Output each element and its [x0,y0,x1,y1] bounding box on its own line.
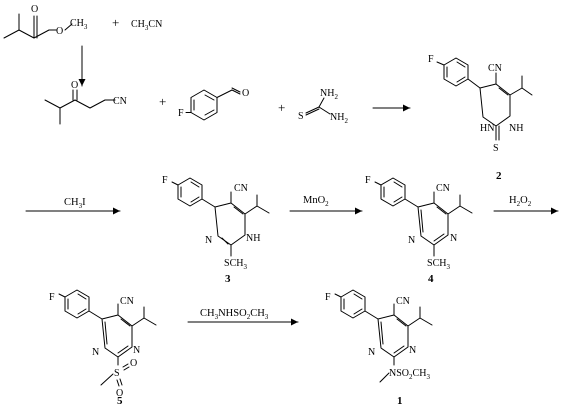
c3-cn: CN [234,183,248,194]
c3-nh: NH [246,233,260,244]
c2-f: F [428,54,434,65]
compound-1-label: 1 [397,395,403,407]
compound-5-label: 5 [117,395,123,407]
c1-n-left: N [368,347,375,358]
compound-4-label: 4 [428,273,434,285]
condition-ch3nhso2ch3: CH3NHSO2CH3 [200,308,269,321]
nitrile-cn: CN [113,96,127,107]
c3-f: F [162,175,168,186]
c5-f: F [49,292,55,303]
plus-sign-2: + [159,94,166,109]
acetonitrile-reagent: CH3CN [131,19,162,32]
condition-h2o2: H2O2 [509,195,532,208]
c1-cn: CN [396,296,410,307]
ester-reagent: O O CH3 [3,4,88,39]
compound-1: F CN N N NSO2CH3 1 [325,289,433,407]
c2-nh-right: NH [509,123,523,134]
thiourea-nh2-bottom: NH2 [330,112,348,125]
compound-5: F CN N N S O O 5 [49,289,157,407]
fluorobenzaldehyde: F O [178,87,249,121]
c2-cn: CN [488,63,502,74]
c4-f: F [365,175,371,186]
c5-n-left: N [92,347,99,358]
c2-s: S [493,143,499,154]
c2-nh-left: HN [480,123,494,134]
c4-sch3: SCH3 [427,258,450,271]
plus-sign-3: + [278,100,285,115]
ketone-o: O [71,80,78,91]
compound-3: F CN N NH SCH3 3 [162,175,270,285]
c1-n-right: N [409,345,416,356]
thiourea-nh2-top: NH2 [320,88,338,101]
c4-cn: CN [436,183,450,194]
c4-n-right: N [450,233,457,244]
ester-ether-o: O [56,26,63,37]
condition-ch3i: CH3I [64,197,86,210]
c4-n-left: N [408,235,415,246]
thiourea-s: S [298,111,304,122]
thiourea: NH2 S NH2 [298,88,348,125]
condition-mno2: MnO2 [303,195,329,208]
c5-cn: CN [120,296,134,307]
compound-2: F CN HN NH S 2 [428,54,533,182]
c5-o1: O [130,358,137,369]
c5-o2: O [116,388,123,399]
c3-sch3: SCH3 [224,258,247,271]
c1-nso2ch3: NSO2CH3 [389,368,430,381]
ester-carbonyl-o: O [31,4,38,15]
compound-4: F CN N N SCH3 4 [365,175,473,285]
c3-n-left: N [205,235,212,246]
aldehyde-f: F [178,108,184,119]
aldehyde-o: O [242,88,249,99]
ketonitrile: O CN [44,80,127,125]
plus-sign-1: + [112,15,119,30]
c1-f: F [325,292,331,303]
compound-2-label: 2 [496,170,502,182]
ester-ethyl-ch: CH3 [70,18,88,31]
c5-n-right: N [133,345,140,356]
c5-s: S [114,368,120,379]
compound-3-label: 3 [225,273,231,285]
